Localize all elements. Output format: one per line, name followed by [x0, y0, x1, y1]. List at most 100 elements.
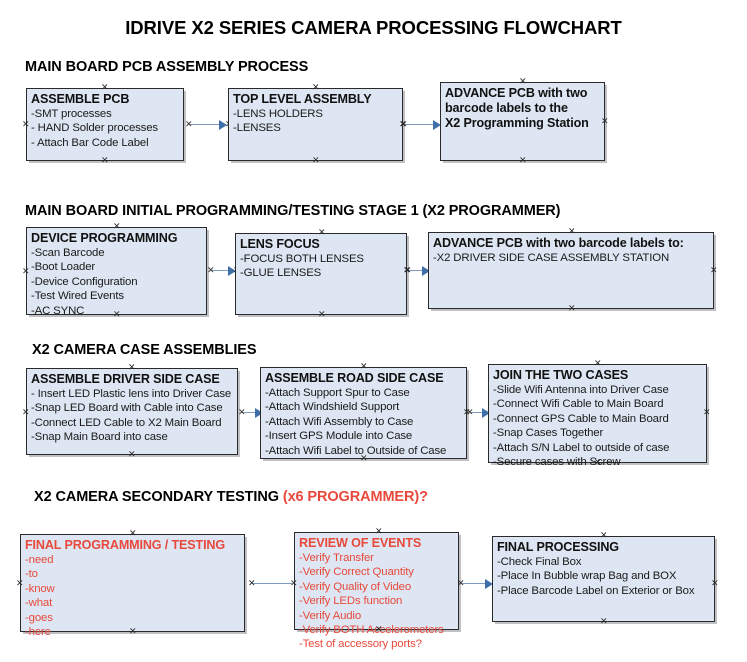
node-line: -FOCUS BOTH LENSES [240, 253, 364, 265]
resize-handle-bottom[interactable] [128, 451, 135, 458]
node-line: -Verify Audio [299, 609, 361, 622]
connector-handle-start[interactable] [404, 267, 411, 274]
section-heading-text: X2 CAMERA SECONDARY TESTING [34, 489, 283, 505]
connector-handle-start[interactable] [207, 267, 214, 274]
connector-handle-start[interactable] [248, 580, 255, 587]
node-line: -Connect GPS Cable to Main Board [493, 412, 669, 425]
node-title: ASSEMBLE PCB [31, 92, 130, 106]
node-line: -Scan Barcode [31, 247, 105, 259]
node-line: -Attach S/N Label to outside of case [493, 441, 670, 454]
resize-handle-bottom[interactable] [318, 311, 325, 318]
node-assemble-pcb[interactable]: ASSEMBLE PCB -SMT processes - HAND Solde… [26, 88, 184, 161]
resize-handle-bottom[interactable] [600, 618, 607, 625]
connector-line[interactable] [252, 583, 292, 585]
resize-handle-top[interactable] [129, 530, 136, 537]
node-line: -Verify BOTH Accelerometers [299, 624, 444, 637]
connector-handle-start[interactable] [466, 409, 473, 416]
node-line: -SMT processes [31, 108, 112, 120]
connector-line[interactable] [404, 124, 437, 126]
connector-arrow [228, 266, 236, 276]
node-title: ADVANCE PCB with two barcode labels to: [433, 236, 684, 250]
connector-handle-start[interactable] [457, 580, 464, 587]
node-line: -Place In Bubble wrap Bag and BOX [497, 570, 677, 583]
node-final-programming-testing[interactable]: FINAL PROGRAMMING / TESTING -need -to -k… [20, 534, 245, 638]
section-heading-accent: (x6 PROGRAMMER)? [282, 489, 428, 505]
node-assemble-road-side-case[interactable]: ASSEMBLE ROAD SIDE CASE -Attach Support … [260, 367, 467, 459]
resize-handle-left[interactable] [290, 580, 297, 587]
connector-line[interactable] [190, 124, 223, 126]
resize-handle-top[interactable] [594, 360, 601, 367]
node-final-processing[interactable]: FINAL PROCESSING -Check Final Box -Place… [492, 536, 715, 622]
resize-handle-top[interactable] [101, 84, 108, 91]
node-line: -Secure cases with Screw [493, 456, 621, 469]
node-line: -need [25, 554, 54, 566]
node-line: -Verify LEDs function [299, 595, 403, 608]
node-line: X2 Programming Station [445, 116, 589, 130]
resize-handle-top[interactable] [375, 528, 382, 535]
node-line: -Boot Loader [31, 261, 96, 274]
node-line: -what [25, 597, 53, 610]
section-heading-text: X2 CAMERA CASE ASSEMBLIES [32, 342, 257, 358]
node-lens-focus[interactable]: LENS FOCUS -FOCUS BOTH LENSES -GLUE LENS… [235, 233, 407, 315]
node-top-level-assembly[interactable]: TOP LEVEL ASSEMBLY -LENS HOLDERS -LENSES [228, 88, 403, 161]
node-line: -Insert GPS Module into Case [265, 430, 413, 443]
node-line: barcode labels to the [445, 101, 568, 115]
resize-handle-bottom[interactable] [113, 311, 120, 318]
resize-handle-top[interactable] [519, 78, 526, 85]
resize-handle-top[interactable] [312, 84, 319, 91]
resize-handle-top[interactable] [360, 363, 367, 370]
resize-handle-top[interactable] [600, 532, 607, 539]
node-line: -know [25, 582, 55, 595]
node-advance-pcb-to-x2-programming-station[interactable]: ADVANCE PCB with two barcode labels to t… [440, 82, 605, 161]
node-line: -LENSES [233, 122, 281, 135]
resize-handle-right[interactable] [703, 409, 710, 416]
node-line: -Check Final Box [497, 556, 582, 568]
node-line: -Verify Quality of Video [299, 580, 412, 593]
resize-handle-bottom[interactable] [101, 157, 108, 164]
node-join-the-two-cases[interactable]: JOIN THE TWO CASES -Slide Wifi Antenna i… [488, 364, 707, 468]
node-assemble-driver-side-case[interactable]: ASSEMBLE DRIVER SIDE CASE - Insert LED P… [26, 368, 238, 455]
section-heading-main-board-initial-programming-testing-stage-1: MAIN BOARD INITIAL PROGRAMMING/TESTING S… [25, 203, 561, 219]
resize-handle-top[interactable] [318, 229, 325, 236]
resize-handle-top[interactable] [128, 364, 135, 371]
resize-handle-right[interactable] [601, 118, 608, 125]
connector-handle-start[interactable] [400, 121, 407, 128]
node-title: ADVANCE PCB with two [445, 86, 588, 100]
section-heading-main-board-pcb-assembly-process: MAIN BOARD PCB ASSEMBLY PROCESS [25, 59, 308, 75]
resize-handle-right[interactable] [710, 267, 717, 274]
resize-handle-bottom[interactable] [312, 157, 319, 164]
connector-line[interactable] [470, 412, 488, 414]
section-heading-text: MAIN BOARD PCB ASSEMBLY PROCESS [25, 59, 309, 75]
node-advance-pcb-to-driver-side-case-assembly-station[interactable]: ADVANCE PCB with two barcode labels to: … [428, 232, 714, 309]
resize-handle-bottom[interactable] [519, 157, 526, 164]
connector-arrow [482, 408, 490, 418]
connector-handle-start[interactable] [185, 121, 192, 128]
connector-handle-start[interactable] [238, 409, 245, 416]
resize-handle-bottom[interactable] [129, 628, 136, 635]
resize-handle-bottom[interactable] [568, 305, 575, 312]
node-review-of-events[interactable]: REVIEW OF EVENTS -Verify Transfer -Verif… [294, 532, 459, 650]
resize-handle-bottom[interactable] [375, 626, 382, 633]
resize-handle-right[interactable] [711, 580, 718, 587]
connector-line[interactable] [212, 270, 232, 272]
connector-line[interactable] [243, 412, 259, 414]
node-line: - Insert LED Plastic lens into Driver Ca… [31, 388, 232, 400]
node-line: -Connect LED Cable to X2 Main Board [31, 416, 222, 429]
connector-line[interactable] [409, 270, 426, 272]
connector-arrow [433, 120, 441, 130]
resize-handle-left[interactable] [22, 268, 29, 275]
resize-handle-bottom[interactable] [594, 459, 601, 466]
connector-line[interactable] [462, 583, 492, 585]
node-line: -Connect Wifi Cable to Main Board [493, 398, 664, 411]
resize-handle-left[interactable] [16, 580, 23, 587]
node-device-programming[interactable]: DEVICE PROGRAMMING -Scan Barcode -Boot L… [26, 227, 207, 317]
resize-handle-top[interactable] [568, 228, 575, 235]
resize-handle-left[interactable] [22, 121, 29, 128]
node-line: -Attach Wifi Assembly to Case [265, 415, 414, 428]
resize-handle-left[interactable] [22, 409, 29, 416]
node-line: -Attach Wifi Label to Outside of Case [265, 444, 447, 457]
resize-handle-bottom[interactable] [360, 455, 367, 462]
node-title: DEVICE PROGRAMMING [31, 231, 178, 245]
node-line: -to [25, 568, 38, 581]
resize-handle-top[interactable] [113, 223, 120, 230]
